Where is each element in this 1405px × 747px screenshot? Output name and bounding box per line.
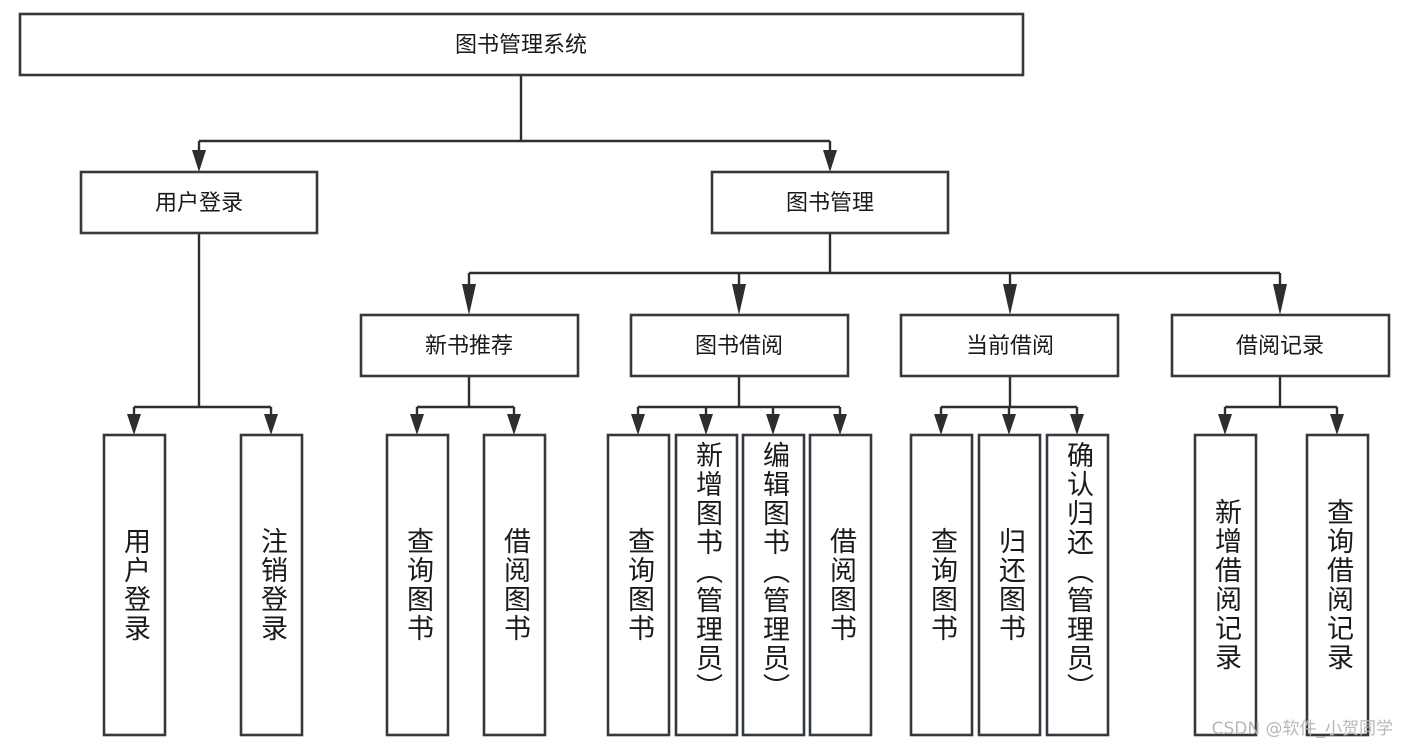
node-current-borrow[interactable]: 当前借阅 xyxy=(899,313,1120,378)
node-borrow-record[interactable]: 借阅记录 xyxy=(1170,313,1391,378)
node-leaf-query-book-2[interactable] xyxy=(606,433,671,737)
node-new-book-recommend-box[interactable] xyxy=(359,313,580,378)
node-book-manage[interactable]: 图书管理 xyxy=(710,170,950,235)
node-leaf-query-book-3[interactable] xyxy=(909,433,974,737)
node-current-borrow-label: 当前借阅 xyxy=(966,334,1054,359)
node-borrow-record-label: 借阅记录 xyxy=(1236,334,1324,359)
arrow-head-leaf-query-book-2 xyxy=(631,414,645,435)
node-leaf-return-book-box[interactable] xyxy=(977,433,1042,737)
node-borrow-record-box[interactable] xyxy=(1170,313,1391,378)
node-root[interactable]: 图书管理系统 xyxy=(18,12,1025,77)
node-leaf-user-login[interactable] xyxy=(102,433,167,737)
arrow-head-leaf-return-book xyxy=(1002,414,1016,435)
node-root-label: 图书管理系统 xyxy=(455,33,587,58)
arrow-head-leaf-query-book-1 xyxy=(410,414,424,435)
node-leaf-borrow-book-1-box[interactable] xyxy=(482,433,547,737)
node-user-login-box[interactable] xyxy=(79,170,319,235)
connector-group xyxy=(127,75,1344,435)
arrow-head-leaf-edit-book xyxy=(766,414,780,435)
arrow-head-leaf-logout-login xyxy=(264,414,278,435)
node-leaf-query-book-3-box[interactable] xyxy=(909,433,974,737)
arrow-head-user-login xyxy=(192,150,206,172)
arrow-head-book-borrow xyxy=(732,284,746,315)
arrow-head-leaf-confirm-return xyxy=(1070,414,1084,435)
arrow-head-current-borrow xyxy=(1003,284,1017,315)
node-leaf-borrow-book-1[interactable] xyxy=(482,433,547,737)
arrow-head-leaf-query-book-3 xyxy=(934,414,948,435)
node-leaf-query-book-1-box[interactable] xyxy=(385,433,450,737)
arrow-head-new-book-recommend xyxy=(462,284,476,315)
node-leaf-logout-login[interactable] xyxy=(239,433,304,737)
arrow-head-borrow-record xyxy=(1273,284,1287,315)
node-book-borrow[interactable]: 图书借阅 xyxy=(629,313,850,378)
arrow-head-leaf-borrow-book-1 xyxy=(507,414,521,435)
node-leaf-edit-book-box[interactable] xyxy=(741,433,806,737)
node-new-book-recommend[interactable]: 新书推荐 xyxy=(359,313,580,378)
node-leaf-query-book-2-box[interactable] xyxy=(606,433,671,737)
node-leaf-confirm-return[interactable] xyxy=(1045,433,1110,737)
arrow-head-book-manage xyxy=(823,150,837,172)
node-user-login[interactable]: 用户登录 xyxy=(79,170,319,235)
node-book-manage-box[interactable] xyxy=(710,170,950,235)
node-leaf-edit-book[interactable] xyxy=(741,433,806,737)
node-book-manage-label: 图书管理 xyxy=(786,191,874,216)
node-current-borrow-box[interactable] xyxy=(899,313,1120,378)
node-leaf-query-record-box[interactable] xyxy=(1305,433,1370,737)
arrow-head-leaf-add-book xyxy=(699,414,713,435)
node-leaf-add-record[interactable] xyxy=(1193,433,1258,737)
node-leaf-borrow-book-2[interactable] xyxy=(808,433,873,737)
node-leaf-borrow-book-2-box[interactable] xyxy=(808,433,873,737)
node-leaf-user-login-box[interactable] xyxy=(102,433,167,737)
node-new-book-recommend-label: 新书推荐 xyxy=(425,334,513,359)
arrow-head-leaf-borrow-book-2 xyxy=(833,414,847,435)
node-book-borrow-label: 图书借阅 xyxy=(695,334,783,359)
arrow-head-leaf-query-record xyxy=(1330,414,1344,435)
node-leaf-query-book-1[interactable] xyxy=(385,433,450,737)
arrow-head-leaf-user-login xyxy=(127,414,141,435)
arrow-head-leaf-add-record xyxy=(1218,414,1232,435)
node-leaf-add-book[interactable] xyxy=(674,433,739,737)
node-root-box[interactable] xyxy=(18,12,1025,77)
node-book-borrow-box[interactable] xyxy=(629,313,850,378)
node-leaf-logout-login-box[interactable] xyxy=(239,433,304,737)
node-leaf-return-book[interactable] xyxy=(977,433,1042,737)
node-leaf-query-record[interactable] xyxy=(1305,433,1370,737)
node-leaf-add-book-box[interactable] xyxy=(674,433,739,737)
node-user-login-label: 用户登录 xyxy=(155,191,243,216)
node-leaf-confirm-return-box[interactable] xyxy=(1045,433,1110,737)
node-leaf-add-record-box[interactable] xyxy=(1193,433,1258,737)
